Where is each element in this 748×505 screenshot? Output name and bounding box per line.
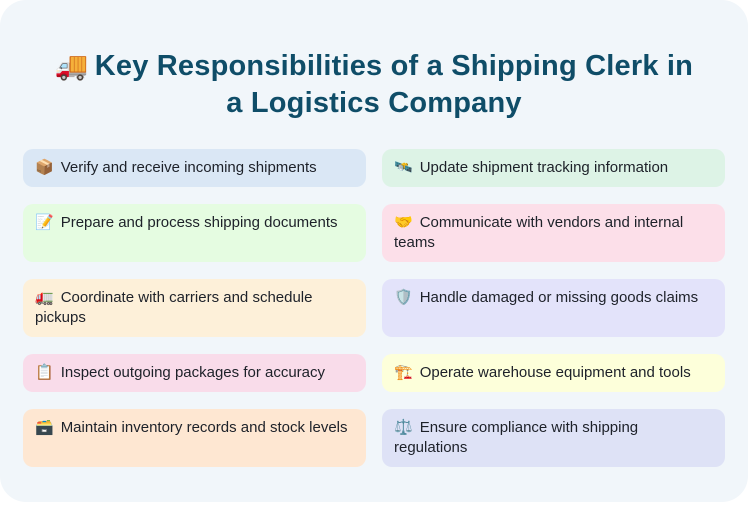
- responsibility-label: Inspect outgoing packages for accuracy: [60, 364, 326, 381]
- responsibility-card: 🛡️ Handle damaged or missing goods claims: [382, 279, 725, 337]
- responsibility-card: 🗃️ Maintain inventory records and stock l…: [23, 409, 366, 467]
- responsibility-label: Handle damaged or missing goods claims: [419, 289, 699, 306]
- handshake-icon: 🤝: [394, 214, 413, 231]
- responsibility-card: 🤝Communicate with vendors and internal t…: [382, 204, 725, 262]
- card-file-box-icon: 🗃️: [35, 419, 54, 436]
- responsibility-card: 🏗️ Operate warehouse equipment and tools: [382, 354, 725, 392]
- balance-scale-icon: ⚖️: [394, 419, 413, 436]
- responsibility-label: Verify and receive incoming shipments: [60, 159, 317, 176]
- responsibility-label: Prepare and process shipping documents: [60, 214, 338, 231]
- responsibilities-grid: 📦 Verify and receive incoming shipments 🛰️…: [23, 149, 725, 467]
- responsibility-label: Operate warehouse equipment and tools: [419, 364, 691, 381]
- crane-icon: 🏗️: [394, 364, 413, 381]
- responsibility-card: 📝 Prepare and process shipping documents: [23, 204, 366, 262]
- responsibility-card: 🚛Coordinate with carriers and schedule p…: [23, 279, 366, 337]
- responsibility-label: Maintain inventory records and stock lev…: [60, 419, 348, 436]
- satellite-icon: 🛰️: [394, 159, 413, 176]
- shield-icon: 🛡️: [394, 289, 413, 306]
- memo-icon: 📝: [35, 214, 54, 231]
- responsibility-card: 📋 Inspect outgoing packages for accuracy: [23, 354, 366, 392]
- page-title-text: Key Responsibilities of a Shipping Clerk…: [94, 50, 694, 119]
- responsibility-label: Ensure compliance with shipping regulati…: [394, 419, 639, 456]
- responsibility-card: ⚖️Ensure compliance with shipping regula…: [382, 409, 725, 467]
- delivery-truck-icon: 🚚: [54, 51, 89, 81]
- responsibility-label: Communicate with vendors and internal te…: [394, 214, 684, 251]
- responsibility-label: Coordinate with carriers and schedule pi…: [35, 289, 313, 326]
- responsibility-card: 🛰️ Update shipment tracking information: [382, 149, 725, 187]
- responsibility-label: Update shipment tracking information: [419, 159, 669, 176]
- clipboard-icon: 📋: [35, 364, 54, 381]
- lorry-icon: 🚛: [35, 289, 54, 306]
- page-title: 🚚Key Responsibilities of a Shipping Cler…: [54, 48, 694, 122]
- package-icon: 📦: [35, 159, 54, 176]
- responsibility-card: 📦 Verify and receive incoming shipments: [23, 149, 366, 187]
